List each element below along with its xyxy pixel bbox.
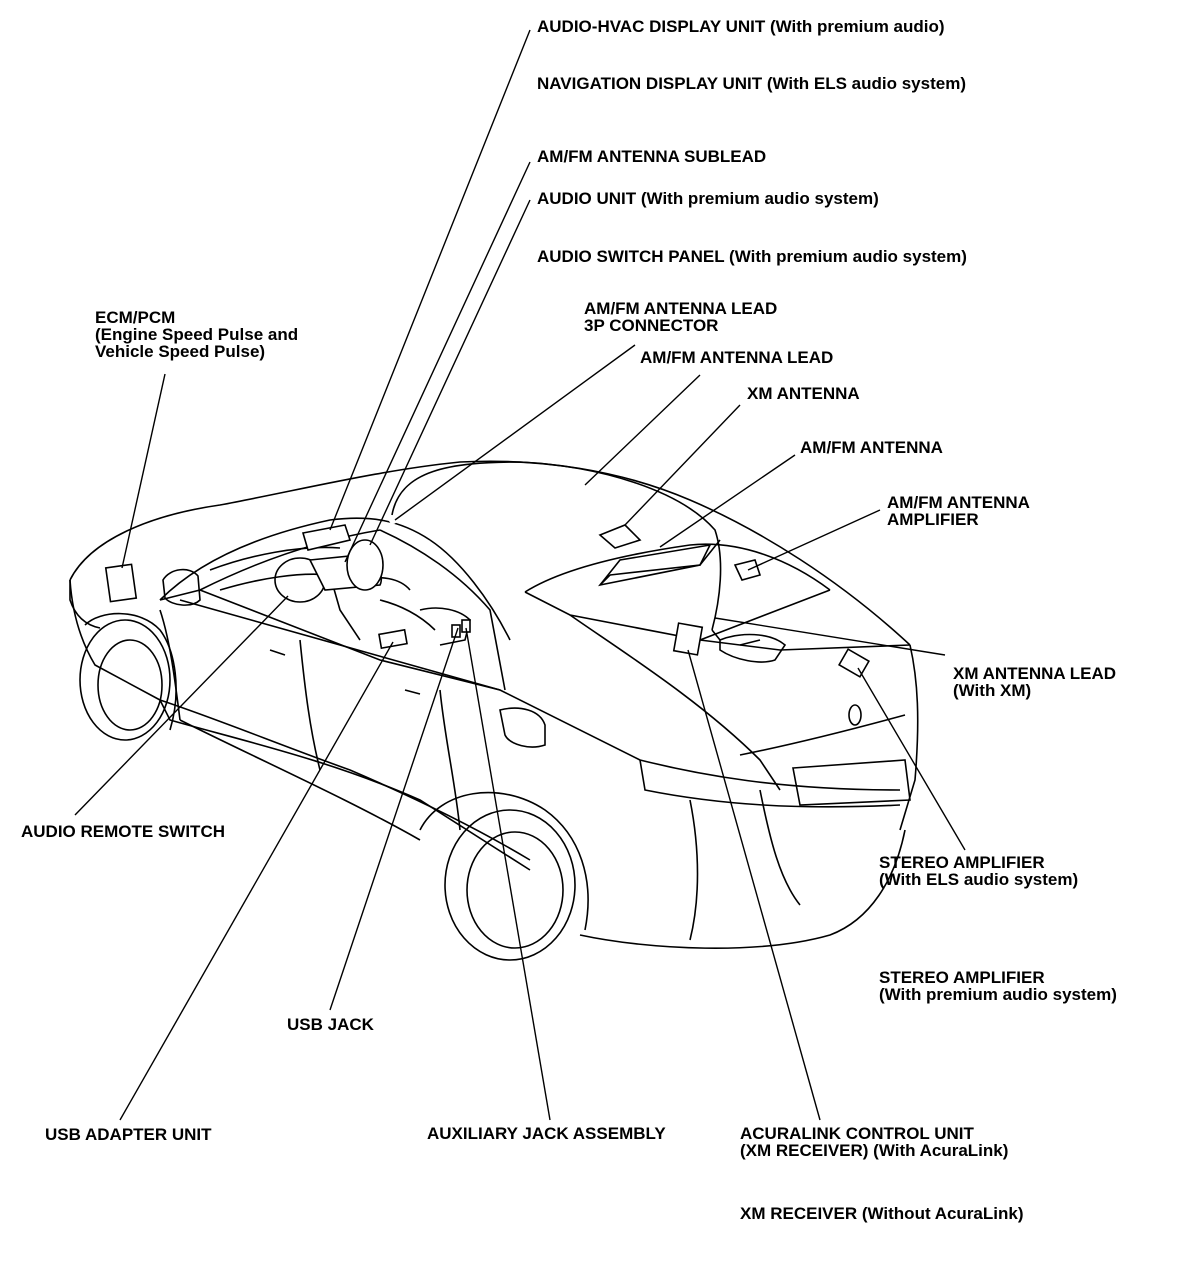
label-navigation-display: NAVIGATION DISPLAY UNIT (With ELS audio … [537, 74, 966, 93]
label-xm-receiver: XM RECEIVER (Without AcuraLink) [740, 1204, 1024, 1223]
label-amfm-antenna-sublead: AM/FM ANTENNA SUBLEAD [537, 147, 767, 166]
label-xm-antenna-lead: XM ANTENNA LEAD (With XM) [953, 665, 1116, 699]
label-stereo-els-line1: STEREO AMPLIFIER [879, 853, 1045, 872]
label-amfm-lead-3p-line2: 3P CONNECTOR [584, 316, 719, 335]
label-amfm-amp-line2: AMPLIFIER [887, 510, 979, 529]
usb-adapter-box [378, 628, 408, 650]
xm-antenna-shape [598, 524, 642, 549]
leader-stereo-amp [857, 667, 966, 851]
label-auxiliary-jack-assembly: AUXILIARY JACK ASSEMBLY [427, 1124, 666, 1143]
label-stereo-premium-line1: STEREO AMPLIFIER [879, 968, 1045, 987]
label-ecm-line2: (Engine Speed Pulse and [95, 325, 299, 344]
ecm-pcm-unit [104, 563, 138, 603]
aux-jack-shape [451, 624, 461, 638]
leader-amfm-sublead [344, 161, 531, 563]
xm-receiver-box [672, 622, 704, 656]
leader-aux-jack [465, 627, 551, 1121]
label-ecm-line3: Vehicle Speed Pulse) [95, 342, 266, 361]
leader-audio-hvac [329, 29, 531, 531]
leader-amfm-antenna [659, 454, 796, 548]
antenna-lead-wire [391, 461, 722, 641]
car-body-outline [69, 460, 919, 961]
amfm-antenna-point [651, 522, 659, 530]
label-stereo-premium-line2: (With premium audio system) [879, 985, 1117, 1004]
amfm-antenna-amp-shape [733, 559, 762, 581]
label-audio-remote-switch: AUDIO REMOTE SWITCH [21, 822, 225, 841]
label-audio-unit: AUDIO UNIT (With premium audio system) [537, 189, 879, 208]
leader-amfm-lead [584, 374, 701, 486]
remote-switch-point [284, 590, 292, 598]
label-amfm-antenna-lead: AM/FM ANTENNA LEAD [640, 348, 834, 367]
label-amfm-antenna-amplifier: AM/FM ANTENNA AMPLIFIER [887, 494, 1030, 528]
label-ecm-pcm: ECM/PCM (Engine Speed Pulse and Vehicle … [95, 309, 298, 360]
label-xm-lead-line1: XM ANTENNA LEAD [953, 664, 1117, 683]
leader-acuralink [687, 649, 821, 1121]
label-stereo-els-line2: (With ELS audio system) [879, 870, 1079, 889]
label-amfm-lead-3p-connector: AM/FM ANTENNA LEAD 3P CONNECTOR [584, 300, 777, 334]
leader-usb-adapter [119, 641, 394, 1121]
label-acuralink-line1: ACURALINK CONTROL UNIT [740, 1124, 974, 1143]
leader-amfm-lead-3p [394, 344, 636, 521]
label-amfm-amp-line1: AM/FM ANTENNA [887, 493, 1030, 512]
leader-xm-antenna [624, 404, 741, 526]
label-acuralink-line2: (XM RECEIVER) (With AcuraLink) [740, 1141, 1009, 1160]
label-xm-antenna: XM ANTENNA [747, 384, 860, 403]
leader-remote-switch [74, 595, 289, 816]
label-stereo-amp-premium: STEREO AMPLIFIER (With premium audio sys… [879, 969, 1117, 1003]
label-usb-jack: USB JACK [287, 1015, 374, 1034]
audio-hvac-display-shape [301, 524, 352, 551]
stereo-amp-box [838, 648, 870, 678]
label-usb-adapter-unit: USB ADAPTER UNIT [45, 1125, 212, 1144]
leader-lines [74, 29, 966, 1121]
leader-amfm-amp [747, 509, 881, 571]
label-acuralink-control-unit: ACURALINK CONTROL UNIT (XM RECEIVER) (Wi… [740, 1125, 1008, 1159]
leader-xm-antenna-lead [714, 617, 946, 656]
label-amfm-antenna: AM/FM ANTENNA [800, 438, 943, 457]
leader-usb-jack [329, 627, 459, 1011]
leader-audio-unit [369, 199, 531, 546]
label-stereo-amp-els: STEREO AMPLIFIER (With ELS audio system) [879, 854, 1078, 888]
label-amfm-lead-3p-line1: AM/FM ANTENNA LEAD [584, 299, 778, 318]
audio-switch-panel-shape [346, 539, 384, 591]
label-ecm-line1: ECM/PCM [95, 308, 176, 327]
antenna-lead-connector [389, 516, 397, 524]
components [104, 516, 870, 678]
label-audio-hvac-display: AUDIO-HVAC DISPLAY UNIT (With premium au… [537, 17, 945, 36]
label-xm-lead-line2: (With XM) [953, 681, 1032, 700]
leader-ecm [121, 373, 166, 569]
label-audio-switch-panel: AUDIO SWITCH PANEL (With premium audio s… [537, 247, 967, 266]
